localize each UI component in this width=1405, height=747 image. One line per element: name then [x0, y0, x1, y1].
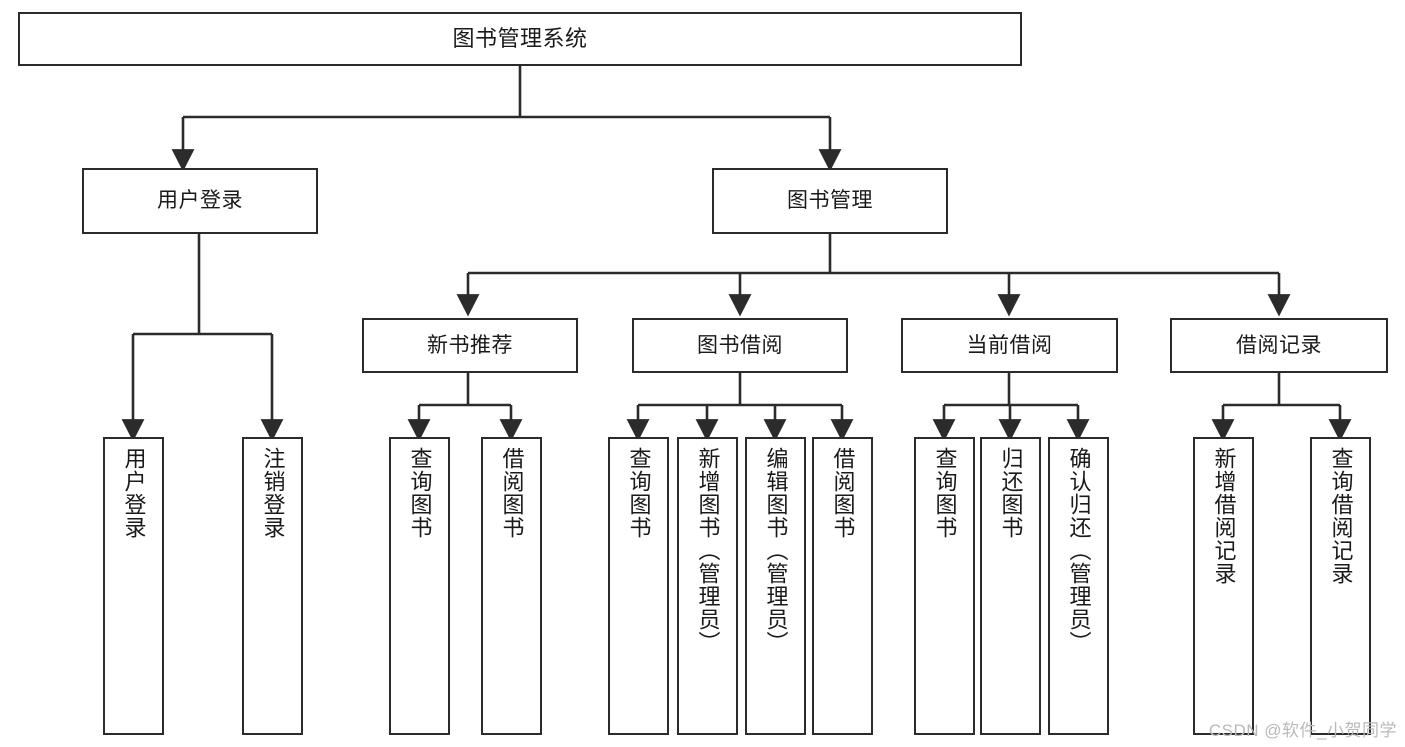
node-label: 图书管理: [787, 189, 873, 213]
node-label: 查询借阅记录: [1328, 447, 1354, 585]
leaf-add-borrowing-record[interactable]: 新增借阅记录: [1193, 437, 1254, 735]
leaf-query-book-current[interactable]: 查询图书: [914, 437, 975, 735]
node-label: 查询图书: [407, 447, 433, 539]
node-root-book-management-system[interactable]: 图书管理系统: [18, 12, 1022, 66]
node-label: 归还图书: [998, 447, 1024, 539]
node-label: 新书推荐: [427, 333, 513, 357]
leaf-return-book[interactable]: 归还图书: [980, 437, 1041, 735]
leaf-query-book-borrowing[interactable]: 查询图书: [608, 437, 669, 735]
leaf-query-book-new-recommendation[interactable]: 查询图书: [389, 437, 450, 735]
node-new-book-recommendation[interactable]: 新书推荐: [362, 318, 578, 373]
node-label: 当前借阅: [966, 333, 1053, 357]
node-label: 图书借阅: [697, 333, 783, 357]
node-label: 新增借阅记录: [1211, 447, 1237, 585]
node-borrowing-record[interactable]: 借阅记录: [1170, 318, 1388, 373]
node-label: 确认归还（管理员）: [1066, 447, 1092, 654]
watermark: CSDN @软件_小贺同学: [1208, 721, 1397, 740]
node-label: 新增图书（管理员）: [695, 447, 721, 654]
node-book-borrowing[interactable]: 图书借阅: [632, 318, 848, 373]
leaf-logout[interactable]: 注销登录: [242, 437, 303, 735]
node-current-borrowing[interactable]: 当前借阅: [901, 318, 1118, 373]
leaf-query-borrowing-record[interactable]: 查询借阅记录: [1310, 437, 1371, 735]
leaf-borrow-book-new-recommendation[interactable]: 借阅图书: [481, 437, 542, 735]
leaf-user-login[interactable]: 用户登录: [103, 437, 164, 735]
node-label: 图书管理系统: [452, 25, 588, 51]
node-label: 用户登录: [157, 189, 243, 213]
node-label: 用户登录: [121, 447, 147, 539]
node-label: 查询图书: [626, 447, 652, 539]
leaf-add-book-admin[interactable]: 新增图书（管理员）: [677, 437, 738, 735]
node-label: 借阅记录: [1236, 333, 1322, 357]
node-label: 借阅图书: [830, 447, 856, 539]
node-book-management[interactable]: 图书管理: [712, 168, 948, 234]
node-user-login[interactable]: 用户登录: [82, 168, 318, 234]
node-label: 查询图书: [932, 447, 958, 539]
node-label: 编辑图书（管理员）: [763, 447, 789, 654]
leaf-confirm-return-admin[interactable]: 确认归还（管理员）: [1048, 437, 1109, 735]
leaf-borrow-book-borrowing[interactable]: 借阅图书: [812, 437, 873, 735]
node-label: 注销登录: [260, 447, 286, 539]
node-label: 借阅图书: [499, 447, 525, 539]
leaf-edit-book-admin[interactable]: 编辑图书（管理员）: [745, 437, 806, 735]
